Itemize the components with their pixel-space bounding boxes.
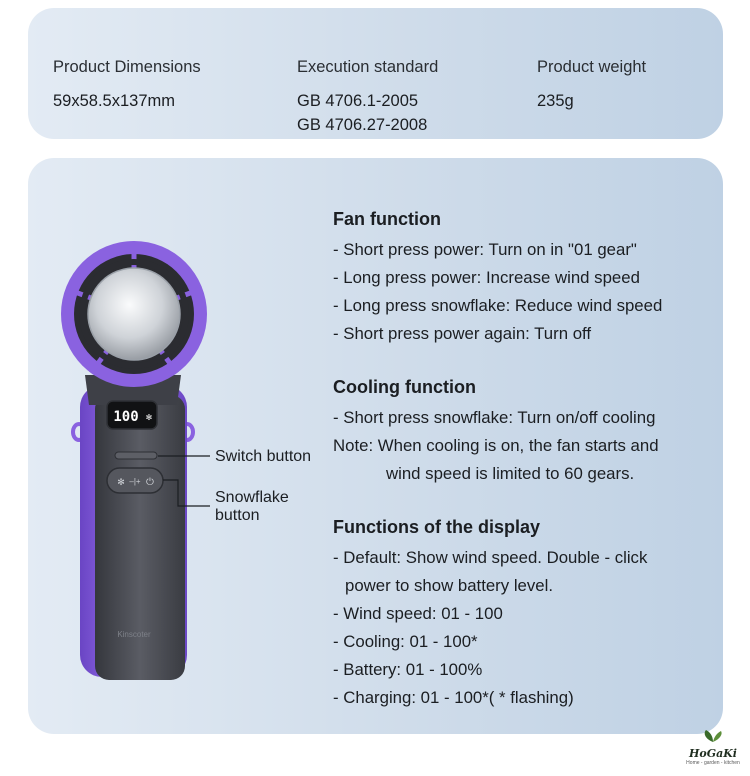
spec-value: GB 4706.1-2005 (297, 92, 419, 110)
display-line: - Charging: 01 - 100*( * flashing) (333, 688, 574, 707)
spec-label: Product weight (537, 58, 647, 76)
snowflake-indicator-icon: ✻ (146, 413, 153, 422)
switch-button-shape (114, 451, 158, 460)
spec-label: Execution standard (297, 58, 439, 76)
minus-plus-icon: –|+ (129, 477, 141, 486)
display-value: 100 (113, 409, 138, 425)
fan-line: - Long press snowflake: Reduce wind spee… (333, 296, 663, 315)
handheld-fan-illustration: 100 ✻ ✻ –|+ ⏻ Kinscoter (61, 241, 207, 680)
leaf-icon (704, 730, 722, 742)
spec-value: 59x58.5x137mm (53, 92, 175, 110)
spec-label: Product Dimensions (53, 58, 201, 76)
callout-line: Snowflake (215, 489, 289, 506)
section-title: Functions of the display (333, 517, 541, 537)
display-line: - Wind speed: 01 - 100 (333, 604, 503, 623)
display-line-continued: power to show battery level. (345, 576, 554, 595)
spec-value: GB 4706.27-2008 (297, 116, 428, 134)
logo-tagline: Home - garden - kitchen (686, 760, 740, 766)
snowflake-button-callout: Snowflake button (215, 489, 289, 525)
section-title: Cooling function (333, 377, 476, 397)
display-line: - Cooling: 01 - 100* (333, 632, 478, 651)
fan-line: - Long press power: Increase wind speed (333, 268, 640, 287)
cooling-note: Note: When cooling is on, the fan starts… (333, 436, 659, 455)
fan-line: - Short press power: Turn on in "01 gear… (333, 240, 637, 259)
cooling-line: - Short press snowflake: Turn on/off coo… (333, 408, 656, 427)
specs-card: Product Dimensions 59x58.5x137mm Executi… (28, 8, 723, 139)
callout-line: button (215, 507, 260, 524)
spec-weight: Product weight 235g (537, 58, 646, 113)
section-title: Fan function (333, 209, 441, 229)
display-screen (106, 400, 158, 430)
fan-function-section: Fan function - Short press power: Turn o… (333, 208, 723, 348)
spec-standard: Execution standard GB 4706.1-2005 GB 470… (297, 58, 438, 137)
device-brand-text: Kinscoter (117, 630, 151, 639)
logo-brand: HoGaKi (689, 747, 737, 760)
snowflake-icon: ✻ (117, 477, 125, 487)
device-body (95, 395, 185, 680)
display-line: - Default: Show wind speed. Double - cli… (333, 548, 648, 567)
cooling-function-section: Cooling function - Short press snowflake… (333, 376, 723, 488)
display-line: - Battery: 01 - 100% (333, 660, 483, 679)
spec-dimensions: Product Dimensions 59x58.5x137mm (53, 58, 201, 113)
hogaki-logo: HoGaKi Home - garden - kitchen (682, 729, 744, 766)
feature-descriptions: Fan function - Short press power: Turn o… (333, 208, 723, 740)
spec-value: 235g (537, 92, 574, 110)
metal-cooling-plate (87, 267, 181, 361)
power-icon: ⏻ (146, 477, 154, 488)
switch-button-callout: Switch button (215, 448, 312, 465)
fan-line: - Short press power again: Turn off (333, 324, 592, 343)
display-function-section: Functions of the display - Default: Show… (333, 516, 723, 712)
cooling-note-continued: wind speed is limited to 60 gears. (386, 464, 635, 483)
